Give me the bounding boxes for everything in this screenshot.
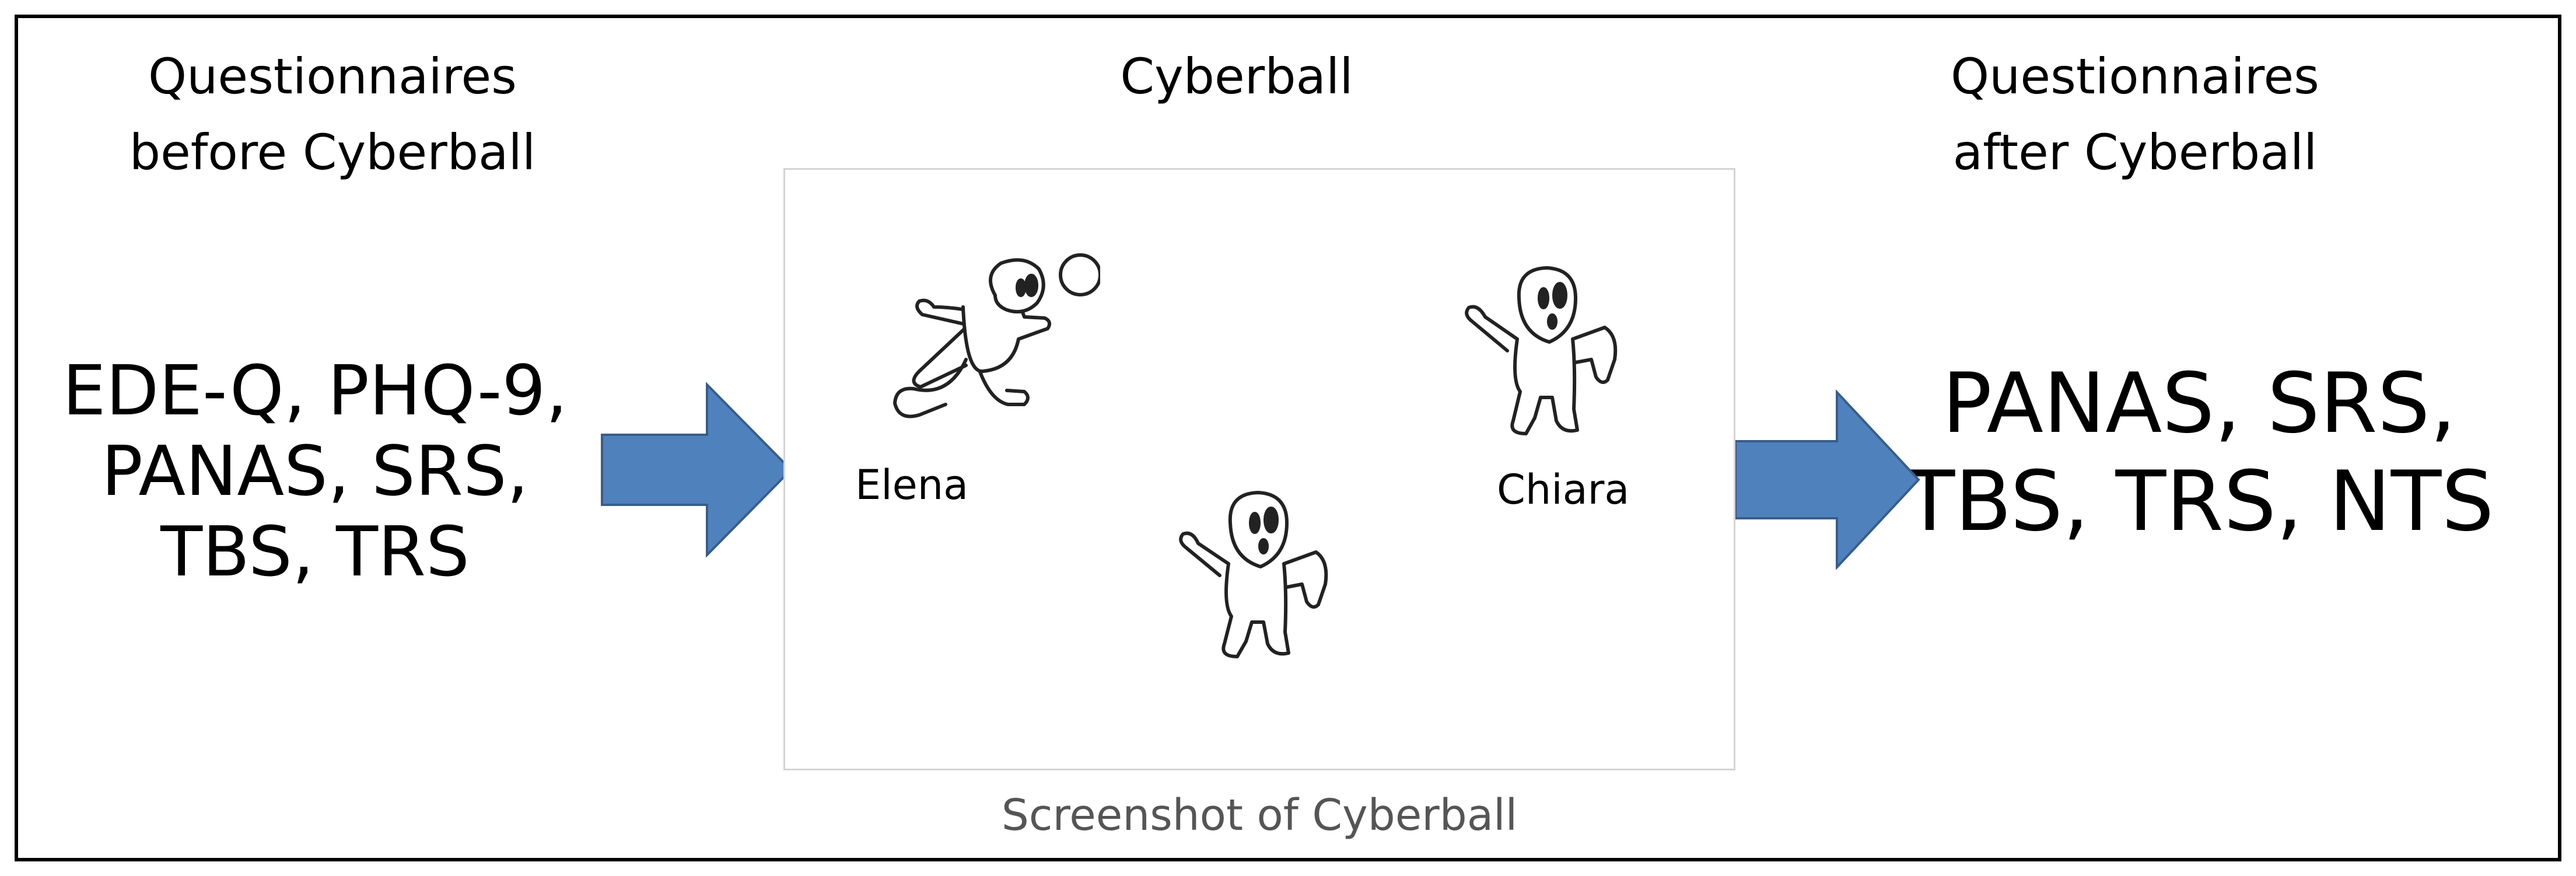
right-arrow-icon (601, 382, 793, 557)
after-questionnaires-title: Questionnaires after Cyberball (1890, 39, 2380, 190)
cyberball-title-text: Cyberball (1120, 48, 1353, 105)
before-questionnaires-title: Questionnaires before Cyberball (88, 39, 578, 190)
cyberball-title: Cyberball (1015, 39, 1458, 114)
after-title-line-1: Questionnaires (1951, 48, 2319, 105)
before-measures-list: EDE-Q, PHQ-9, PANAS, SRS, TBS, TRS (18, 350, 612, 592)
throwing-player-icon (893, 253, 1100, 418)
after-measures-list: PANAS, SRS, TBS, TRS, NTS (1864, 355, 2535, 551)
after-title-line-2: after Cyberball (1952, 124, 2318, 181)
cyberball-screenshot: Elena Chiara (783, 168, 1735, 770)
after-measures-line-2: TBS, TRS, NTS (1904, 453, 2494, 550)
before-measures-line-1: EDE-Q, PHQ-9, (62, 350, 568, 431)
before-measures-line-3: TBS, TRS (160, 511, 470, 592)
right-arrow-icon (1734, 390, 1920, 570)
player-name-chiara: Chiara (1497, 466, 1630, 514)
after-measures-line-1: PANAS, SRS, (1942, 355, 2456, 452)
screenshot-caption: Screenshot of Cyberball (1001, 790, 1518, 840)
player-name-elena: Elena (855, 461, 969, 509)
waving-player-icon (1465, 266, 1618, 435)
before-title-line-2: before Cyberball (129, 124, 536, 181)
before-measures-line-2: PANAS, SRS, (101, 431, 529, 511)
diagram-frame (15, 15, 2561, 861)
before-title-line-1: Questionnaires (148, 48, 517, 105)
waving-player-icon (1179, 491, 1328, 658)
